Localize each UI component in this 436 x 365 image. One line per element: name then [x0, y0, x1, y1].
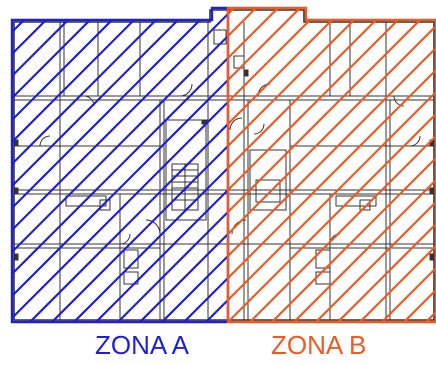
- hatch-line: [228, 8, 419, 322]
- hatch-line: [12, 8, 155, 322]
- hatch-line: [228, 8, 436, 322]
- hatch-line: [12, 8, 199, 322]
- hatch-line: [228, 8, 436, 322]
- hatch-line: [12, 8, 111, 322]
- hatch-line: [228, 8, 353, 322]
- hatch-line: [228, 8, 436, 322]
- hatch-line: [228, 8, 436, 322]
- hatch-line: [65, 8, 228, 322]
- hatch-line: [329, 8, 436, 322]
- hatch-line: [21, 8, 228, 322]
- hatch-line: [43, 8, 228, 322]
- hatch-line: [228, 8, 287, 322]
- hatch-line: [308, 0, 436, 330]
- hatch-line: [351, 8, 436, 322]
- hatch-line: [374, 0, 436, 330]
- hatch-line: [153, 8, 228, 322]
- zone-a-hatch: [12, 0, 436, 330]
- zone-b-label: ZONA B: [271, 330, 367, 360]
- hatch-line: [228, 8, 331, 322]
- hatch-line: [228, 8, 436, 322]
- hatch-line: [285, 8, 436, 322]
- hatch-line: [12, 8, 177, 322]
- hatch-line: [228, 8, 309, 322]
- hatch-line: [12, 8, 228, 322]
- hatch-line: [228, 8, 397, 322]
- hatch-line: [12, 8, 228, 322]
- hatch-line: [228, 8, 436, 322]
- hatch-line: [228, 8, 375, 322]
- hatch-line: [12, 8, 133, 322]
- hatch-line: [307, 8, 436, 322]
- hatch-line: [12, 8, 228, 322]
- hatch-line: [12, 8, 89, 322]
- hatch-line: [109, 8, 228, 322]
- hatch-line: [241, 8, 436, 322]
- hatch-line: [263, 8, 436, 322]
- zone-b-outline: [226, 6, 436, 324]
- zone-b-hatch: [228, 8, 436, 322]
- hatch-line: [12, 8, 221, 322]
- hatch-line: [12, 8, 228, 322]
- hatch-line: [87, 8, 228, 322]
- hatch-line: [131, 8, 228, 322]
- zone-a-label: ZONA A: [95, 330, 189, 360]
- hatch-line: [373, 8, 436, 322]
- hatch-line: [12, 8, 228, 322]
